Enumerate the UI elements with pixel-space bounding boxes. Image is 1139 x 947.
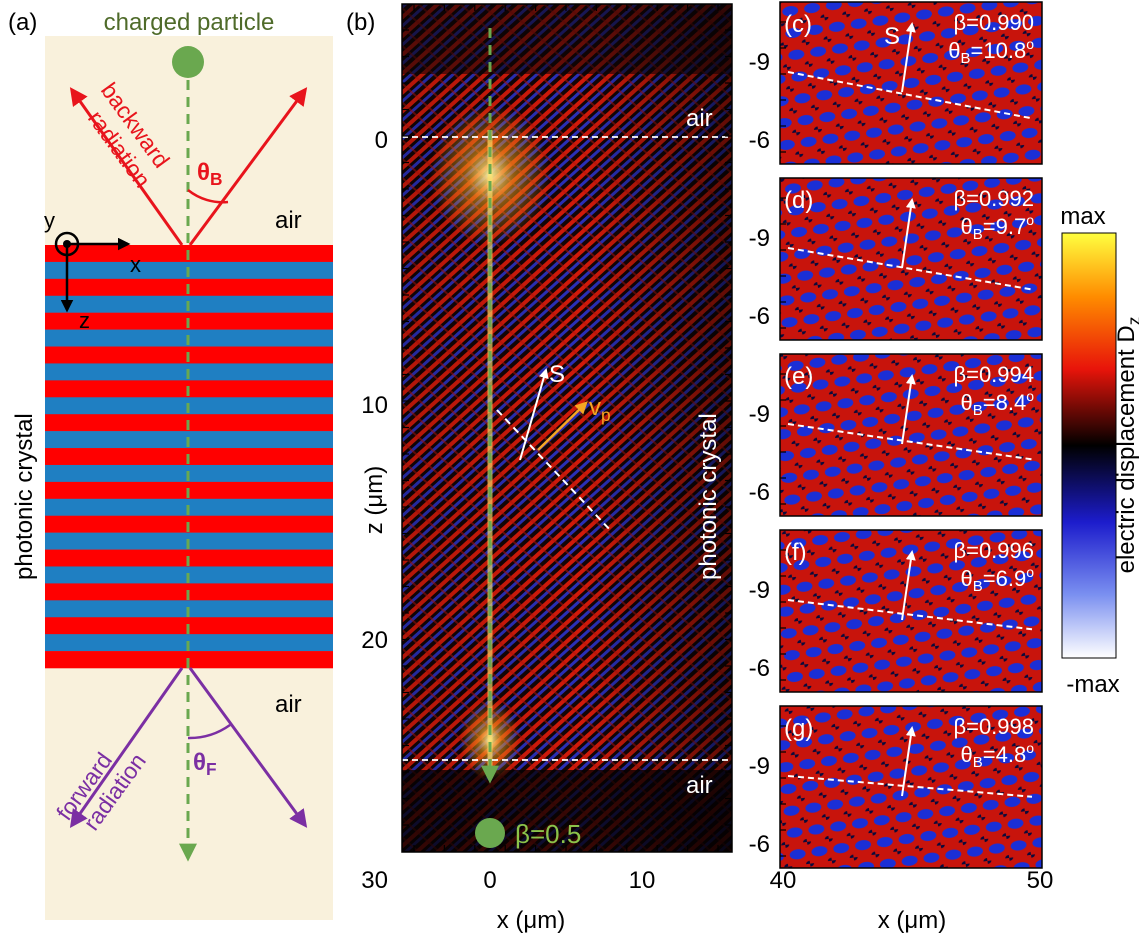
subpanel-s-arrow (901, 22, 916, 93)
theta-f-symbol: θF (193, 749, 217, 779)
panel-b-label: (b) (346, 9, 375, 36)
backward-ray-left (69, 87, 184, 246)
particle-b (475, 818, 505, 848)
vp-vector (537, 401, 588, 451)
subpanel-tick-bottom: -6 (749, 479, 770, 506)
vp-label: vp (589, 394, 611, 425)
panel-a-label: (a) (8, 9, 37, 36)
subpanel-tick-bottom: -6 (749, 655, 770, 682)
subpanel-beta: β=0.992 (953, 186, 1034, 211)
air-top-b: air (686, 105, 713, 132)
colorbar-min-label: -max (1066, 671, 1119, 698)
beta-label-b: β=0.5 (515, 819, 581, 849)
subpanel-s-arrow (901, 374, 916, 445)
subpanel-tick-top: -9 (749, 753, 770, 780)
colorbar-title: electric displacement Dz (1113, 317, 1139, 574)
axes-indicator: y x z (44, 208, 141, 333)
subpanel-frame (779, 705, 1043, 869)
theta-b-arc (187, 189, 229, 204)
colorbar-max-label: max (1060, 203, 1105, 230)
subpanel-frame (779, 529, 1043, 693)
subpanel-beta: β=0.994 (953, 362, 1034, 387)
subpanel-theta: θB=10.8o (948, 36, 1034, 67)
particle-label: charged particle (104, 9, 275, 36)
z-tick-30: 30 (361, 867, 388, 894)
axis-z-label: z (79, 308, 90, 333)
subpanel-theta: θB=4.8o (961, 740, 1035, 771)
subpanel-s-arrow (901, 550, 916, 621)
subpanel-wavefront (787, 423, 1033, 461)
air-bottom-label: air (275, 691, 302, 718)
axis-y-label: y (44, 208, 55, 233)
z-tick-0: 0 (375, 127, 388, 154)
subpanel-tick-top: -9 (749, 401, 770, 428)
air-region-bottom (402, 770, 732, 852)
subpanel-label: (c) (784, 11, 812, 38)
air-region-top (402, 4, 732, 74)
panel-b-ticks (402, 4, 732, 853)
subpanel-frame (779, 353, 1043, 517)
crystal-label-b: photonic crystal (695, 413, 722, 580)
forward-ray-left (69, 667, 184, 828)
subpanel-theta: θB=6.9o (961, 564, 1035, 595)
subpanel-label: (f) (784, 539, 807, 566)
subpanel-tick-bottom: -6 (749, 127, 770, 154)
subpanel-s-label: S (884, 23, 900, 50)
x-tick-10: 10 (629, 867, 656, 894)
subpanel-frame (779, 177, 1043, 341)
subpanel-wavefront (787, 247, 1033, 291)
subpanel-theta: θB=9.7o (961, 212, 1035, 243)
subpanel-tick-top: -9 (749, 49, 770, 76)
backward-ray-right (188, 87, 308, 246)
x-tick-40: 40 (770, 867, 797, 894)
subpanel-tick-top: -9 (749, 577, 770, 604)
subpanel-beta: β=0.998 (953, 714, 1034, 739)
photonic-crystal-stripes (45, 245, 333, 669)
subpanel-label: (g) (784, 715, 813, 742)
axis-x-label: x (130, 252, 141, 277)
colorbar: max -max electric displacement Dz (1060, 203, 1139, 698)
panel-b: (b) β=0.5 air air photonic crystal S vp … (346, 3, 733, 934)
air-bottom-b: air (686, 772, 713, 799)
crystal-label-a: photonic crystal (11, 413, 38, 580)
subpanel-frame (779, 1, 1043, 165)
z-tick-20: 20 (361, 627, 388, 654)
wavefront-line (496, 409, 613, 533)
charged-particle (172, 46, 204, 78)
z-tick-10: 10 (361, 392, 388, 419)
subpanel-tick-top: -9 (749, 225, 770, 252)
subpanel-label: (e) (784, 363, 813, 390)
subpanel-beta: β=0.996 (953, 538, 1034, 563)
subpanel-tick-bottom: -6 (749, 303, 770, 330)
colorbar-gradient (1061, 232, 1117, 659)
x-axis-title-b: x (μm) (497, 907, 565, 934)
subpanel-wavefront (787, 71, 1033, 120)
subpanel-wavefront (787, 775, 1033, 798)
s-label-b: S (549, 361, 565, 388)
subpanel-label: (d) (784, 187, 813, 214)
subpanel-tick-bottom: -6 (749, 831, 770, 858)
z-axis-title: z (μm) (361, 466, 388, 534)
panel-a: (a) charged particle backward radiation … (8, 9, 333, 920)
air-top-label: air (275, 207, 302, 234)
subpanel-s-arrow (901, 726, 916, 797)
x-axis-title-right: x (μm) (878, 907, 946, 934)
theta-b-symbol: θB (197, 159, 222, 189)
subpanel-beta: β=0.990 (953, 10, 1034, 35)
x-tick-0: 0 (483, 867, 496, 894)
theta-f-arc (187, 723, 231, 740)
subpanel-theta: θB=8.4o (961, 388, 1035, 419)
forward-ray-right (188, 667, 308, 828)
x-tick-50: 50 (1027, 867, 1054, 894)
subpanel-s-arrow (901, 198, 916, 269)
s-vector (519, 368, 549, 461)
subpanel-wavefront (787, 599, 1033, 631)
